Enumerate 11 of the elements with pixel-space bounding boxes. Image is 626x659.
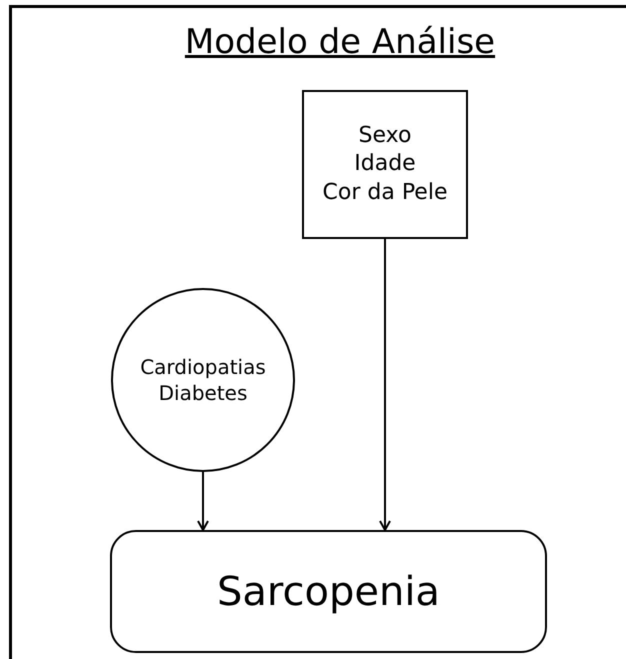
node-text: Diabetes	[158, 380, 248, 406]
node-text: Sarcopenia	[217, 568, 440, 616]
node-text: Cor da Pele	[322, 178, 448, 207]
node-text: Sexo	[358, 122, 412, 150]
node-text: Idade	[354, 150, 416, 178]
diagram-title: Modelo de Análise	[184, 22, 496, 62]
outcome-box	[110, 530, 547, 653]
arrow	[379, 239, 391, 531]
variable-box	[302, 90, 468, 239]
arrow	[197, 472, 209, 531]
node-text: Cardiopatias	[140, 354, 266, 380]
